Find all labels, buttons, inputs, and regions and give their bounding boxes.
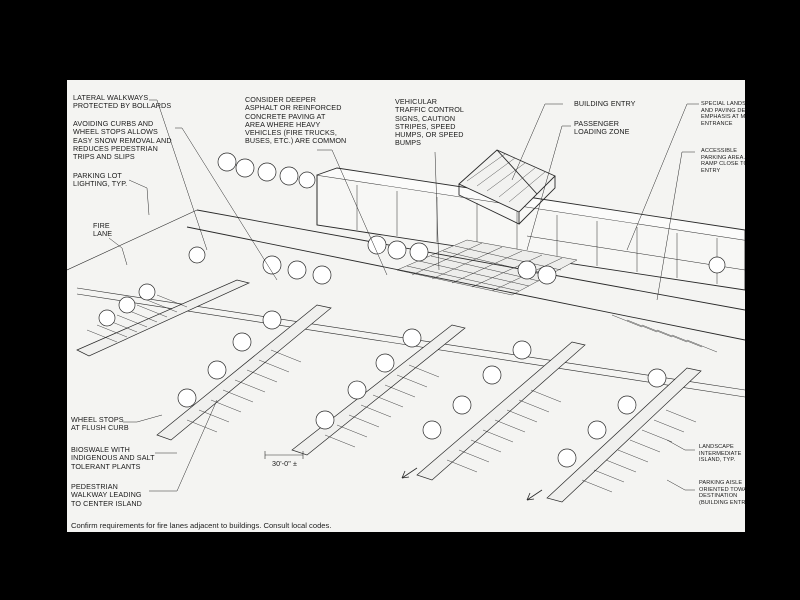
label-dimension: 30'-0" ± xyxy=(272,459,298,468)
label-parking-aisle: PARKING AISLE ORIENTED TOWARD DESTINATIO… xyxy=(699,480,745,506)
label-pedestrian-walkway: PEDESTRIAN WALKWAY LEADING TO CENTER ISL… xyxy=(71,482,142,508)
label-traffic-control: VEHICULAR TRAFFIC CONTROL SIGNS, CAUTION… xyxy=(395,97,464,148)
dimension-line xyxy=(264,451,304,459)
label-wheel-stops: WHEEL STOPS AT FLUSH CURB xyxy=(71,415,129,433)
label-bioswale: BIOSWALE WITH INDIGENOUS AND SALT TOLERA… xyxy=(71,445,155,471)
parking-stripes xyxy=(86,294,718,493)
label-accessible-parking: ACCESSIBLE PARKING AREA AND RAMP CLOSE T… xyxy=(701,148,745,174)
parking-lot-illustration xyxy=(67,99,745,503)
aisle-arrows xyxy=(401,467,543,501)
label-passenger-loading: PASSENGER LOADING ZONE xyxy=(574,119,630,137)
leader-lines xyxy=(108,99,699,492)
label-building-entry: BUILDING ENTRY xyxy=(574,99,636,108)
parking-islands xyxy=(76,279,702,503)
label-avoiding-curbs: AVOIDING CURBS AND WHEEL STOPS ALLOWS EA… xyxy=(73,119,172,162)
entry-plaza xyxy=(396,239,578,296)
fire-lane xyxy=(67,209,745,341)
label-parking-lot-lighting: PARKING LOT LIGHTING, TYP. xyxy=(73,171,128,189)
building xyxy=(316,167,745,291)
entry-canopy xyxy=(458,149,556,225)
label-fire-lane: FIRE LANE xyxy=(93,221,113,239)
trees xyxy=(98,152,726,468)
label-landscape-island: LANDSCAPE INTERMEDIATE ISLAND, TYP. xyxy=(699,444,742,464)
diagram-sheet: LATERAL WALKWAYS PROTECTED BY BOLLARDS A… xyxy=(67,80,745,532)
figure-caption: Confirm requirements for fire lanes adja… xyxy=(71,521,332,530)
label-deeper-asphalt: CONSIDER DEEPER ASPHALT OR REINFORCED CO… xyxy=(245,95,347,146)
label-special-landscape: SPECIAL LANDSCAPE AND PAVING DESIGN EMPH… xyxy=(701,101,745,127)
label-lateral-walkways: LATERAL WALKWAYS PROTECTED BY BOLLARDS xyxy=(73,93,172,111)
